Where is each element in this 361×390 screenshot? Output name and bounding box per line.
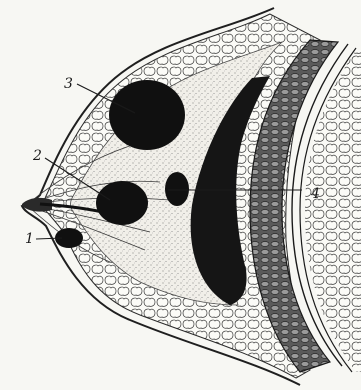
label-3: 3 <box>64 76 73 92</box>
tumor-2 <box>96 181 148 225</box>
tumor-3 <box>109 80 185 150</box>
label-2: 2 <box>32 148 42 164</box>
tumor-4 <box>165 172 189 206</box>
label-4: 4 <box>310 186 320 202</box>
label-1: 1 <box>25 231 34 247</box>
